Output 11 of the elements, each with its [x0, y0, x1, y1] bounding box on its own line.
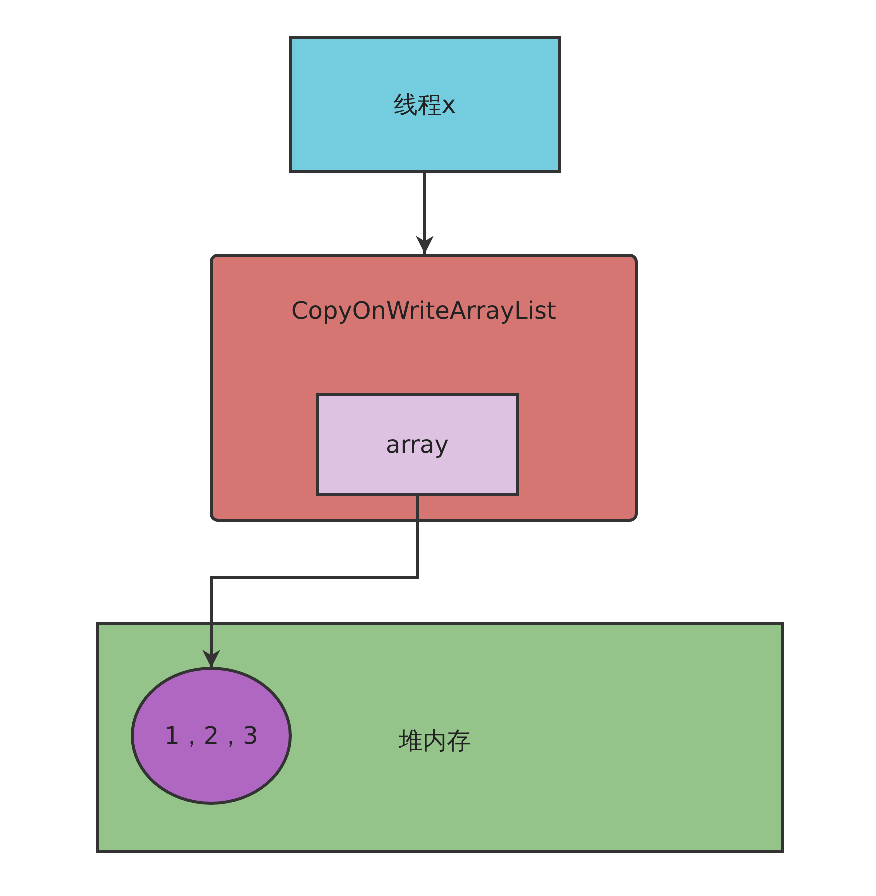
box-node [210, 254, 638, 522]
box-node [316, 393, 519, 496]
node-label: 1，2，3 [164, 721, 258, 752]
node-label: 堆内存 [399, 726, 471, 757]
node-label: array [386, 430, 449, 458]
arrow [202, 496, 419, 668]
node-label: 线程x [394, 90, 456, 120]
box-node [289, 36, 561, 173]
box-node [96, 622, 784, 853]
arrow [416, 173, 434, 254]
node-label: CopyOnWriteArrayList [290, 297, 558, 325]
